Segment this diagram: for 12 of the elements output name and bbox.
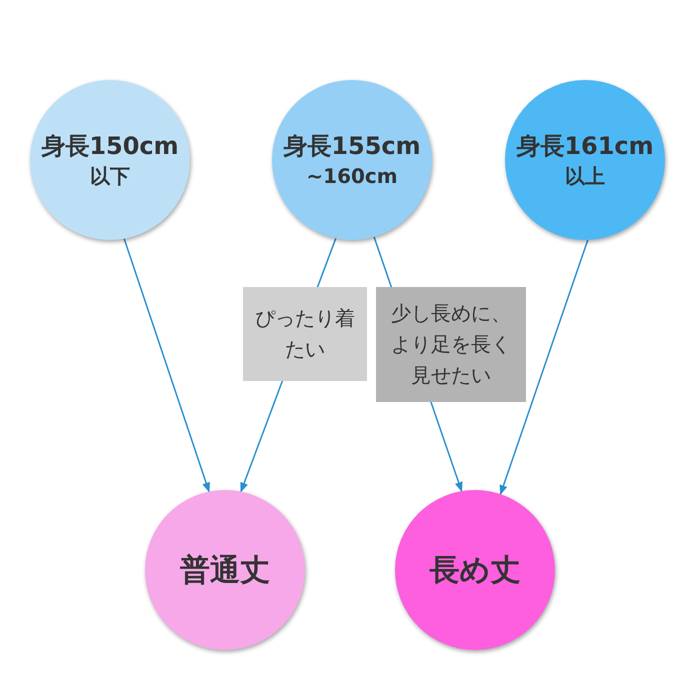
node-text: 身長155cm (283, 131, 421, 162)
node-text: 長め丈 (430, 552, 520, 590)
arrow (123, 238, 210, 493)
node-text: 以下 (90, 162, 130, 189)
node-text: 以上 (565, 162, 605, 189)
edge-label: ぴったり着たい (243, 287, 367, 381)
node-text: 身長150cm (41, 131, 179, 162)
node-text: ~160cm (306, 162, 398, 189)
arrow (500, 240, 588, 496)
node-text: 普通丈 (180, 552, 270, 590)
node-text: 身長161cm (516, 131, 654, 162)
edge-label: 少し長めに、より足を長く見せたい (376, 287, 526, 402)
